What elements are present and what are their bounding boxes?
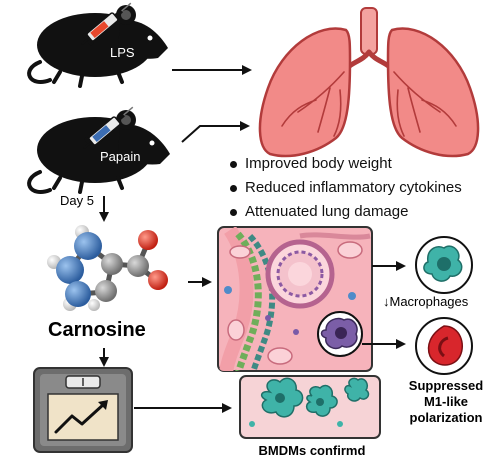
m1-cell-icon [320,317,358,350]
trend-up-icon [54,400,108,434]
mouse-papain-icon [27,110,170,194]
outcomes-list: Improved body weight Reduced inflammator… [230,152,498,224]
lungs-icon [258,7,480,158]
bullet-icon [230,208,237,216]
bmdm-label: BMDMs confirmd [259,443,366,458]
suppressed-cell-icon [427,325,464,366]
arrow-papain-to-lungs [181,121,250,143]
macrophage-icon [423,245,463,282]
bullet-icon [230,160,237,168]
mouse-lps-label: LPS [110,45,135,60]
polarization-label-3: polarization [410,410,483,425]
macrophages-label: ↓Macrophages [383,294,469,309]
bullet-icon [230,184,237,192]
outcome-item: Attenuated lung damage [230,200,498,224]
mouse-papain-label: Papain [100,149,140,164]
day-label: Day 5 [60,193,94,208]
molecule-icon [47,225,168,311]
mouse-lps-icon [27,5,168,88]
compound-label: Carnosine [48,319,146,341]
outcome-item: Improved body weight [230,152,498,176]
bmdm-image-icon [239,375,381,439]
outcome-item: Reduced inflammatory cytokines [230,176,498,200]
scale-icon [33,367,133,453]
polarization-label-2: M1-like [424,394,468,409]
polarization-label-1: Suppressed [409,378,483,393]
syringe-icon-2 [83,106,134,150]
syringe-icon [81,2,132,46]
